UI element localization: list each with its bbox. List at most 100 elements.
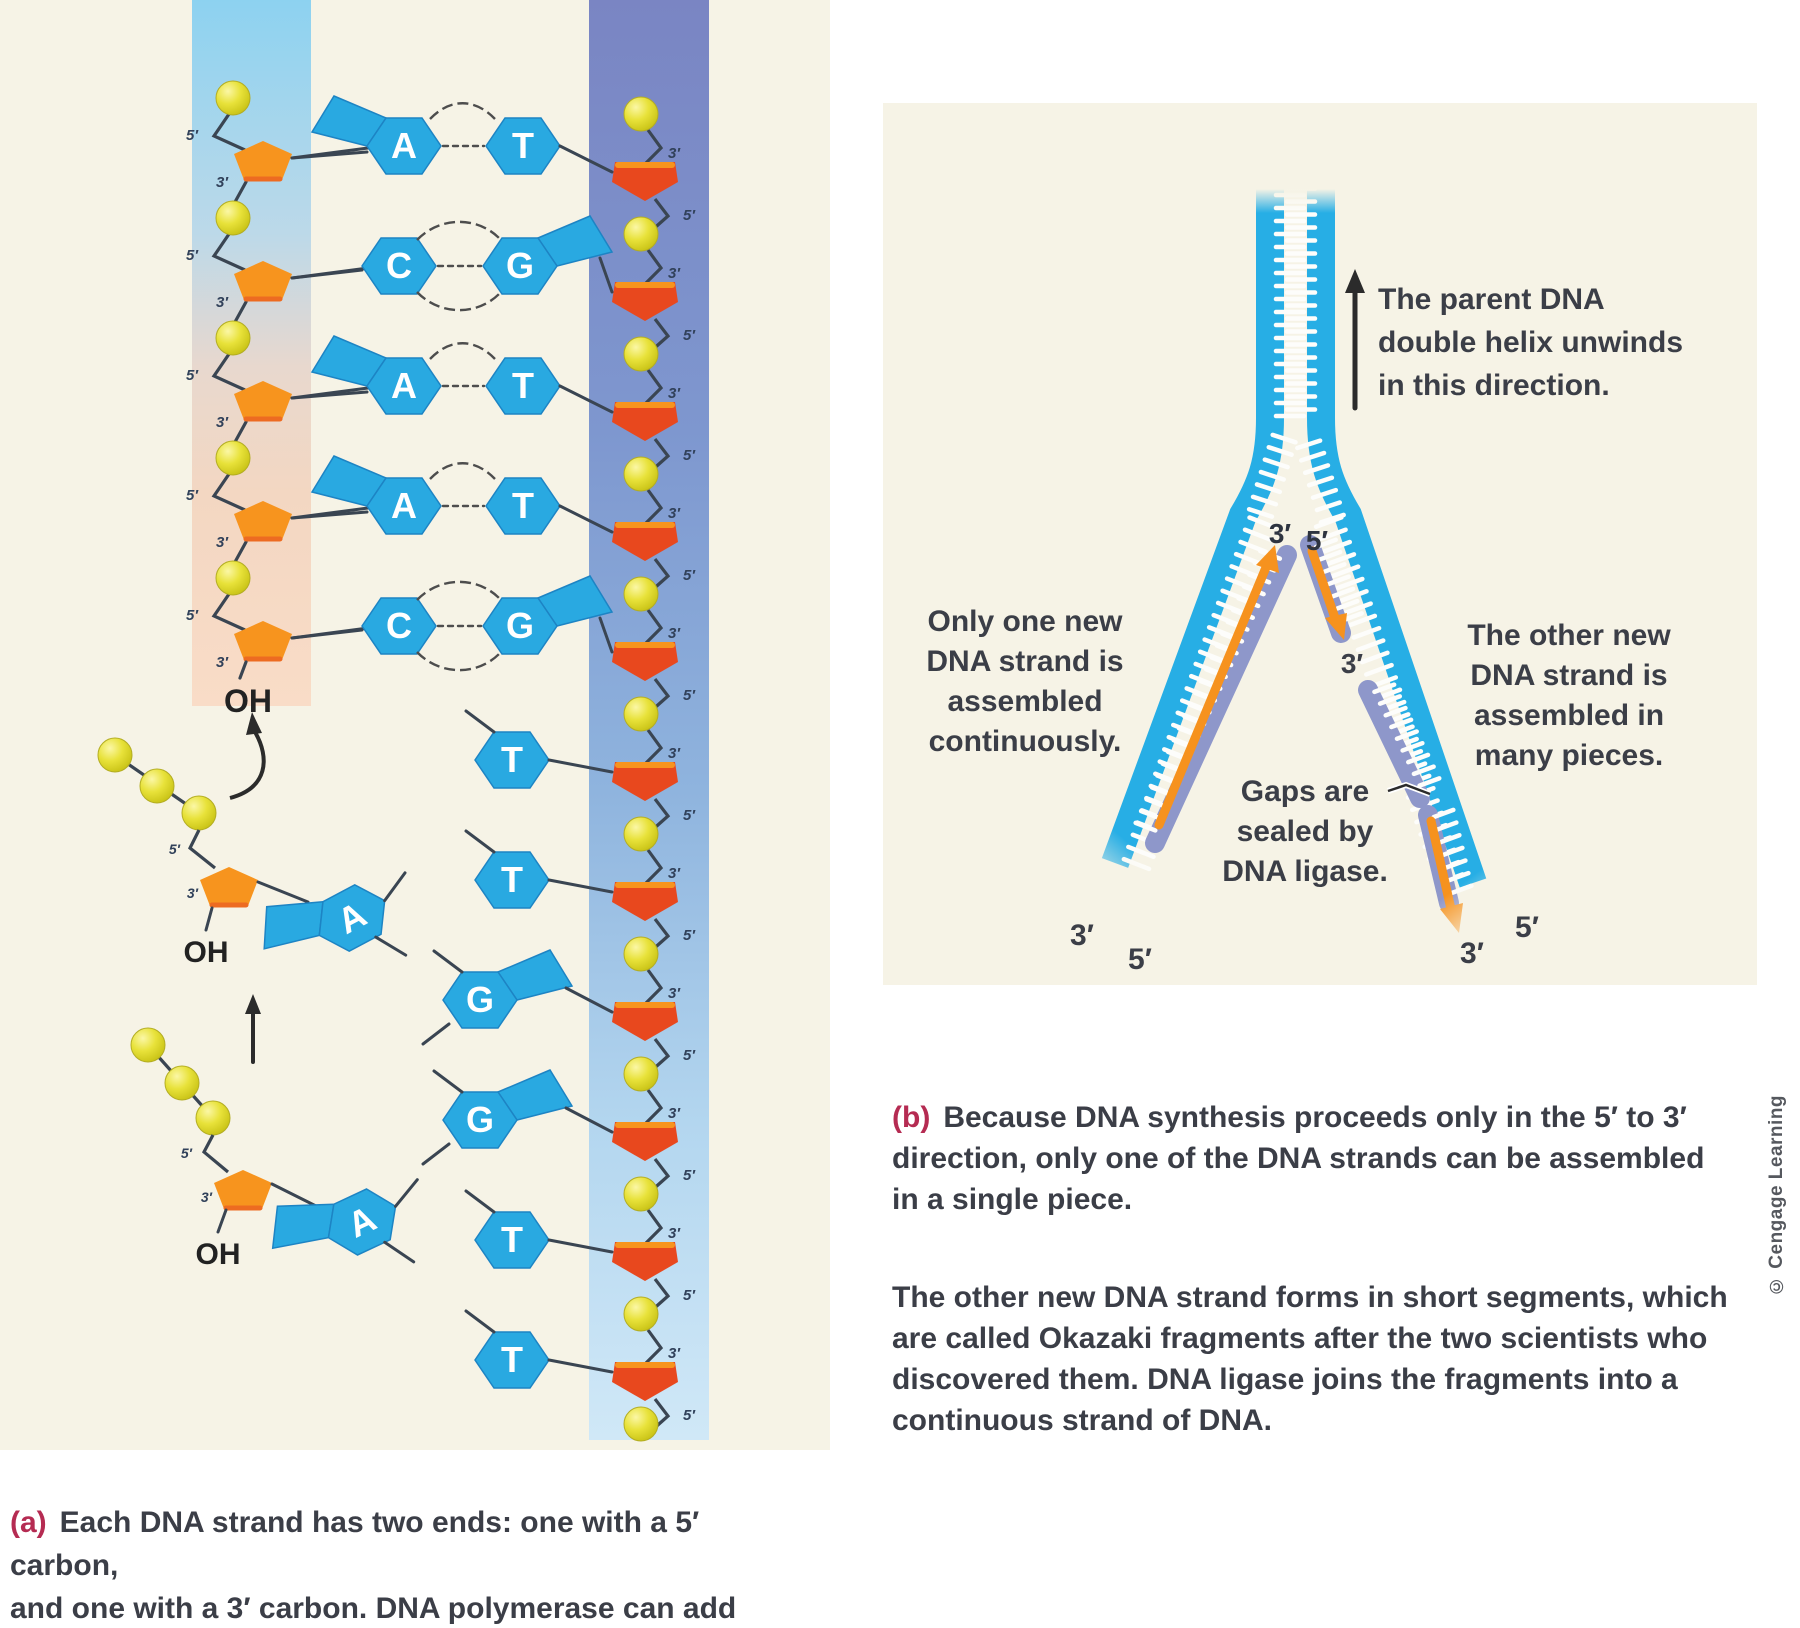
deoxyribose-sugar xyxy=(612,1362,678,1401)
caption-b: (b)Because DNA synthesis proceeds only i… xyxy=(892,1015,1776,1482)
three-prime-label: 3′ xyxy=(668,985,681,1002)
five-prime-label: 5′ xyxy=(169,841,181,857)
arm-tooth xyxy=(1343,601,1373,616)
deoxyribose-sugar xyxy=(612,1122,678,1161)
five-prime-label: 5′ xyxy=(683,1407,696,1424)
broken-bond-stub xyxy=(374,935,408,957)
broken-bond-stub xyxy=(464,1309,496,1334)
parent-strand-right xyxy=(1307,125,1487,888)
leading-strand-label: DNA strand is xyxy=(926,645,1123,678)
three-prime-label: 3′ xyxy=(201,1189,213,1205)
backbone-link xyxy=(644,969,664,1005)
phosphate-sphere xyxy=(623,336,659,372)
three-prime-label: 3′ xyxy=(668,265,681,282)
three-prime-label: 3′ xyxy=(216,174,229,191)
base-letter: A xyxy=(391,125,417,166)
sugar-base-link xyxy=(290,628,364,640)
phosphate-sphere xyxy=(195,1100,231,1136)
five-prime-label: 5′ xyxy=(683,567,696,584)
sugar-base-link xyxy=(290,510,369,520)
phosphate-sphere xyxy=(215,320,251,356)
unpaired-base: T xyxy=(464,829,614,909)
backbone-link xyxy=(644,1329,664,1365)
base-letter: G xyxy=(506,245,534,286)
deoxyribose-sugar xyxy=(214,1170,272,1209)
three-prime-label: 3′ xyxy=(668,625,681,642)
base-letter: T xyxy=(501,739,523,780)
sugar-base-link xyxy=(290,150,369,160)
sugar-base-link xyxy=(547,1358,614,1374)
gaps-label: DNA ligase. xyxy=(1222,855,1388,888)
base-letter: T xyxy=(512,125,534,166)
new-strand-tooth xyxy=(1383,705,1408,718)
deoxyribose-sugar xyxy=(234,261,292,300)
left-strand-band xyxy=(192,0,311,706)
sugar-base-link xyxy=(598,256,614,294)
new-strand-tooth xyxy=(1372,682,1397,695)
fork-tooth xyxy=(1258,469,1286,482)
sugar-base-link xyxy=(558,504,614,534)
unwind-label: double helix unwinds xyxy=(1378,326,1683,359)
phosphate-sphere xyxy=(623,576,659,612)
right-strand-nucleotide: 3′5′ xyxy=(612,576,696,714)
sugar-base-link xyxy=(290,268,364,280)
phosphate-sphere xyxy=(623,816,659,852)
right-strand-nucleotide: 3′5′ xyxy=(612,1176,696,1314)
arm-tooth xyxy=(1322,539,1353,554)
unwind-label: The parent DNA xyxy=(1378,283,1605,316)
sugar-base-link xyxy=(290,390,369,400)
backbone-link xyxy=(187,829,216,870)
gaps-label: sealed by xyxy=(1237,815,1374,848)
backbone-link xyxy=(644,369,664,405)
panel-a-dna-strand-diagram: 5′3′5′3′5′3′5′3′5′3′OH3′5′3′5′3′5′3′5′3′… xyxy=(97,0,709,1442)
deoxyribose-sugar xyxy=(234,141,292,180)
deoxyribose-sugar xyxy=(234,381,292,420)
caption-b-text: Because DNA synthesis proceeds only in t… xyxy=(892,1101,1705,1216)
unpaired-base: G xyxy=(421,1069,614,1166)
sugar-base-link xyxy=(558,384,614,414)
bottom-right-five-prime: 5′ xyxy=(1515,911,1539,944)
fork-tooth xyxy=(1254,482,1283,495)
left-strand-nucleotide: 5′3′ xyxy=(186,80,370,204)
base-cytosine xyxy=(361,597,437,655)
three-prime-label: 3′ xyxy=(216,654,229,671)
phosphate-sphere xyxy=(215,560,251,596)
fork-five-prime: 5′ xyxy=(1306,525,1329,556)
five-prime-label: 5′ xyxy=(683,447,696,464)
base-letter: T xyxy=(501,1339,523,1380)
three-prime-label: 3′ xyxy=(668,1225,681,1242)
sugar-base-link xyxy=(547,878,614,894)
new-strand-tooth xyxy=(1322,562,1347,574)
phosphate-sphere xyxy=(215,200,251,236)
backbone-link xyxy=(644,129,664,165)
backbone-link xyxy=(211,233,246,272)
new-strand-tooth xyxy=(1406,752,1431,765)
hydrogen-bond xyxy=(416,580,501,601)
oh-label: OH xyxy=(224,683,272,719)
okazaki-fragment xyxy=(1358,680,1430,808)
bottom-left-three-prime: 3′ xyxy=(1070,919,1094,952)
five-prime-label: 5′ xyxy=(186,247,199,264)
three-prime-label: 3′ xyxy=(216,414,229,431)
left-tip-fade xyxy=(1033,775,1213,925)
deoxyribose-sugar xyxy=(234,501,292,540)
three-prime-label: 3′ xyxy=(668,865,681,882)
broken-bond-stub xyxy=(421,1142,451,1166)
broken-bond-stub xyxy=(394,1178,419,1208)
three-prime-label: 3′ xyxy=(668,745,681,762)
right-strand-nucleotide: 3′5′ xyxy=(612,696,696,834)
new-strand-tooth xyxy=(1318,549,1343,562)
base-letter: C xyxy=(386,605,412,646)
fork-tooth xyxy=(1302,463,1331,476)
caption-b-tag: (b) xyxy=(892,1101,931,1134)
sugar-base-link xyxy=(564,1106,614,1134)
backbone-link xyxy=(211,473,246,512)
five-prime-label: 5′ xyxy=(186,367,199,384)
right-strand-nucleotide: 3′5′ xyxy=(612,816,696,954)
fork-three-prime: 3′ xyxy=(1269,518,1292,549)
lagging-strand-label: The other new xyxy=(1467,619,1671,652)
backbone-link xyxy=(644,1089,664,1125)
lagging-strand-label: DNA strand is xyxy=(1470,659,1667,692)
base-letter: G xyxy=(466,979,494,1020)
right-tip-fade xyxy=(1388,815,1548,970)
